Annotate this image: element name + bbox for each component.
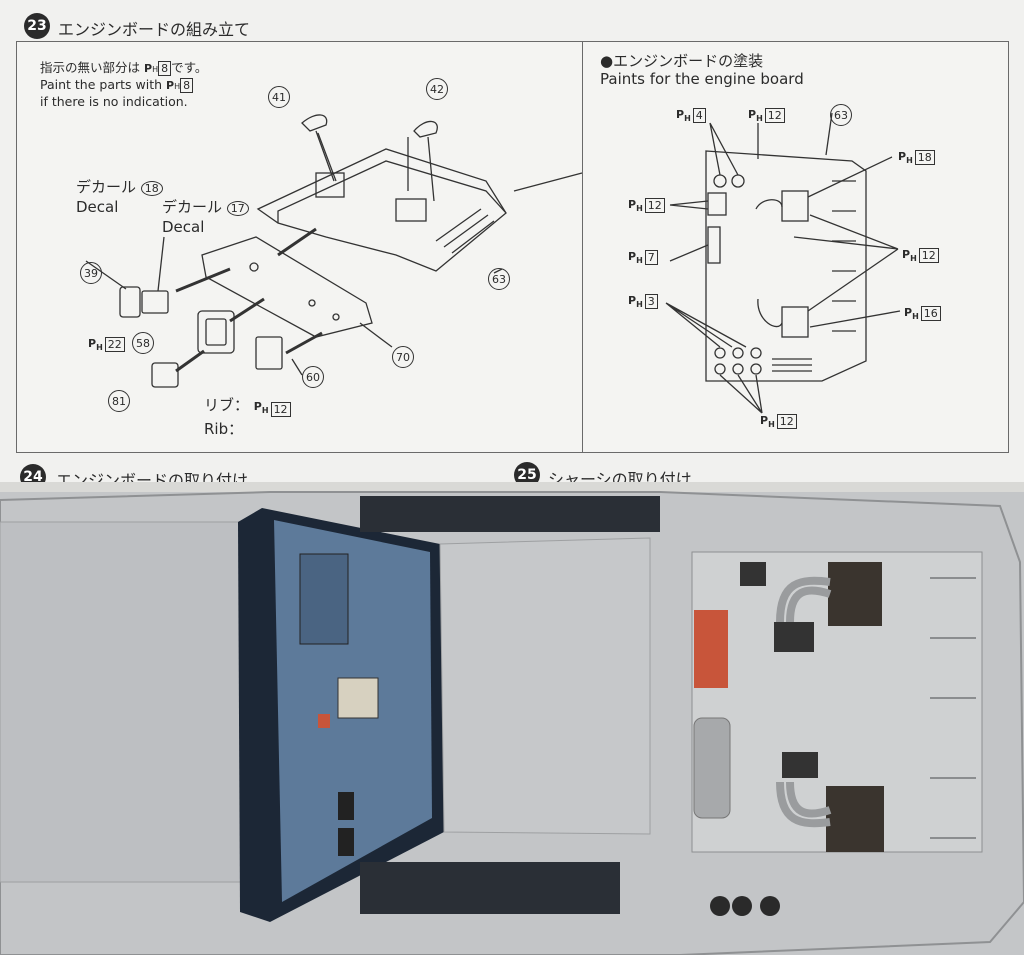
paint-board-outline (705, 150, 867, 382)
decal-17-label: デカール 17 Decal (162, 198, 249, 236)
board-detail-2 (395, 198, 427, 222)
assembly-panel (16, 41, 585, 453)
arrow-58 (229, 297, 265, 323)
part-41-marker: 41 (268, 86, 290, 108)
assembly-drawing (85, 114, 583, 388)
part-81-shape (151, 362, 179, 388)
exhaust-block-upper (828, 562, 882, 626)
arrow-60 (285, 331, 323, 355)
part-70-marker: 70 (392, 346, 414, 368)
part-81-marker: 81 (108, 390, 130, 412)
car-model-photo (0, 482, 1024, 955)
arrow-81 (175, 349, 205, 373)
paint-board-dial-2 (731, 174, 745, 188)
part-39-marker: 39 (80, 262, 102, 284)
paint-panel (582, 41, 1009, 453)
part-42-shape (413, 120, 438, 138)
board-detail-1 (315, 172, 345, 198)
step-23-title: エンジンボードの組み立て (58, 20, 251, 39)
bracket-70-outline (201, 236, 373, 338)
engine-orange-block (694, 610, 728, 688)
part-63-marker: 63 (488, 268, 510, 290)
paint-board-block-upper (781, 190, 809, 222)
part-39-shape (119, 286, 141, 318)
step-23-badge: 23 (24, 13, 50, 39)
part-60-shape (255, 336, 283, 370)
part-58-marker: 58 (132, 332, 154, 354)
engine-board-outline (256, 148, 507, 272)
part-58-shape (197, 310, 235, 354)
paint-board-block-lower (781, 306, 809, 338)
arrow-decal (175, 267, 231, 293)
part-42-marker: 42 (426, 78, 448, 100)
decal-18-label: デカール 18 Decal (76, 178, 163, 216)
paint-part-63-marker: 63 (830, 104, 852, 126)
paint-board-drawing (665, 112, 901, 414)
part-41-shape (301, 114, 328, 132)
part-17-decal-shape (141, 290, 169, 314)
car-model-illustration (0, 491, 1024, 955)
paint-panel-title: ●エンジンボードの塗装 Paints for the engine board (600, 52, 804, 88)
exhaust-block-lower (826, 786, 884, 852)
arrow-board (277, 227, 317, 257)
part-60-marker: 60 (302, 366, 324, 388)
paint-board-dial-1 (713, 174, 727, 188)
